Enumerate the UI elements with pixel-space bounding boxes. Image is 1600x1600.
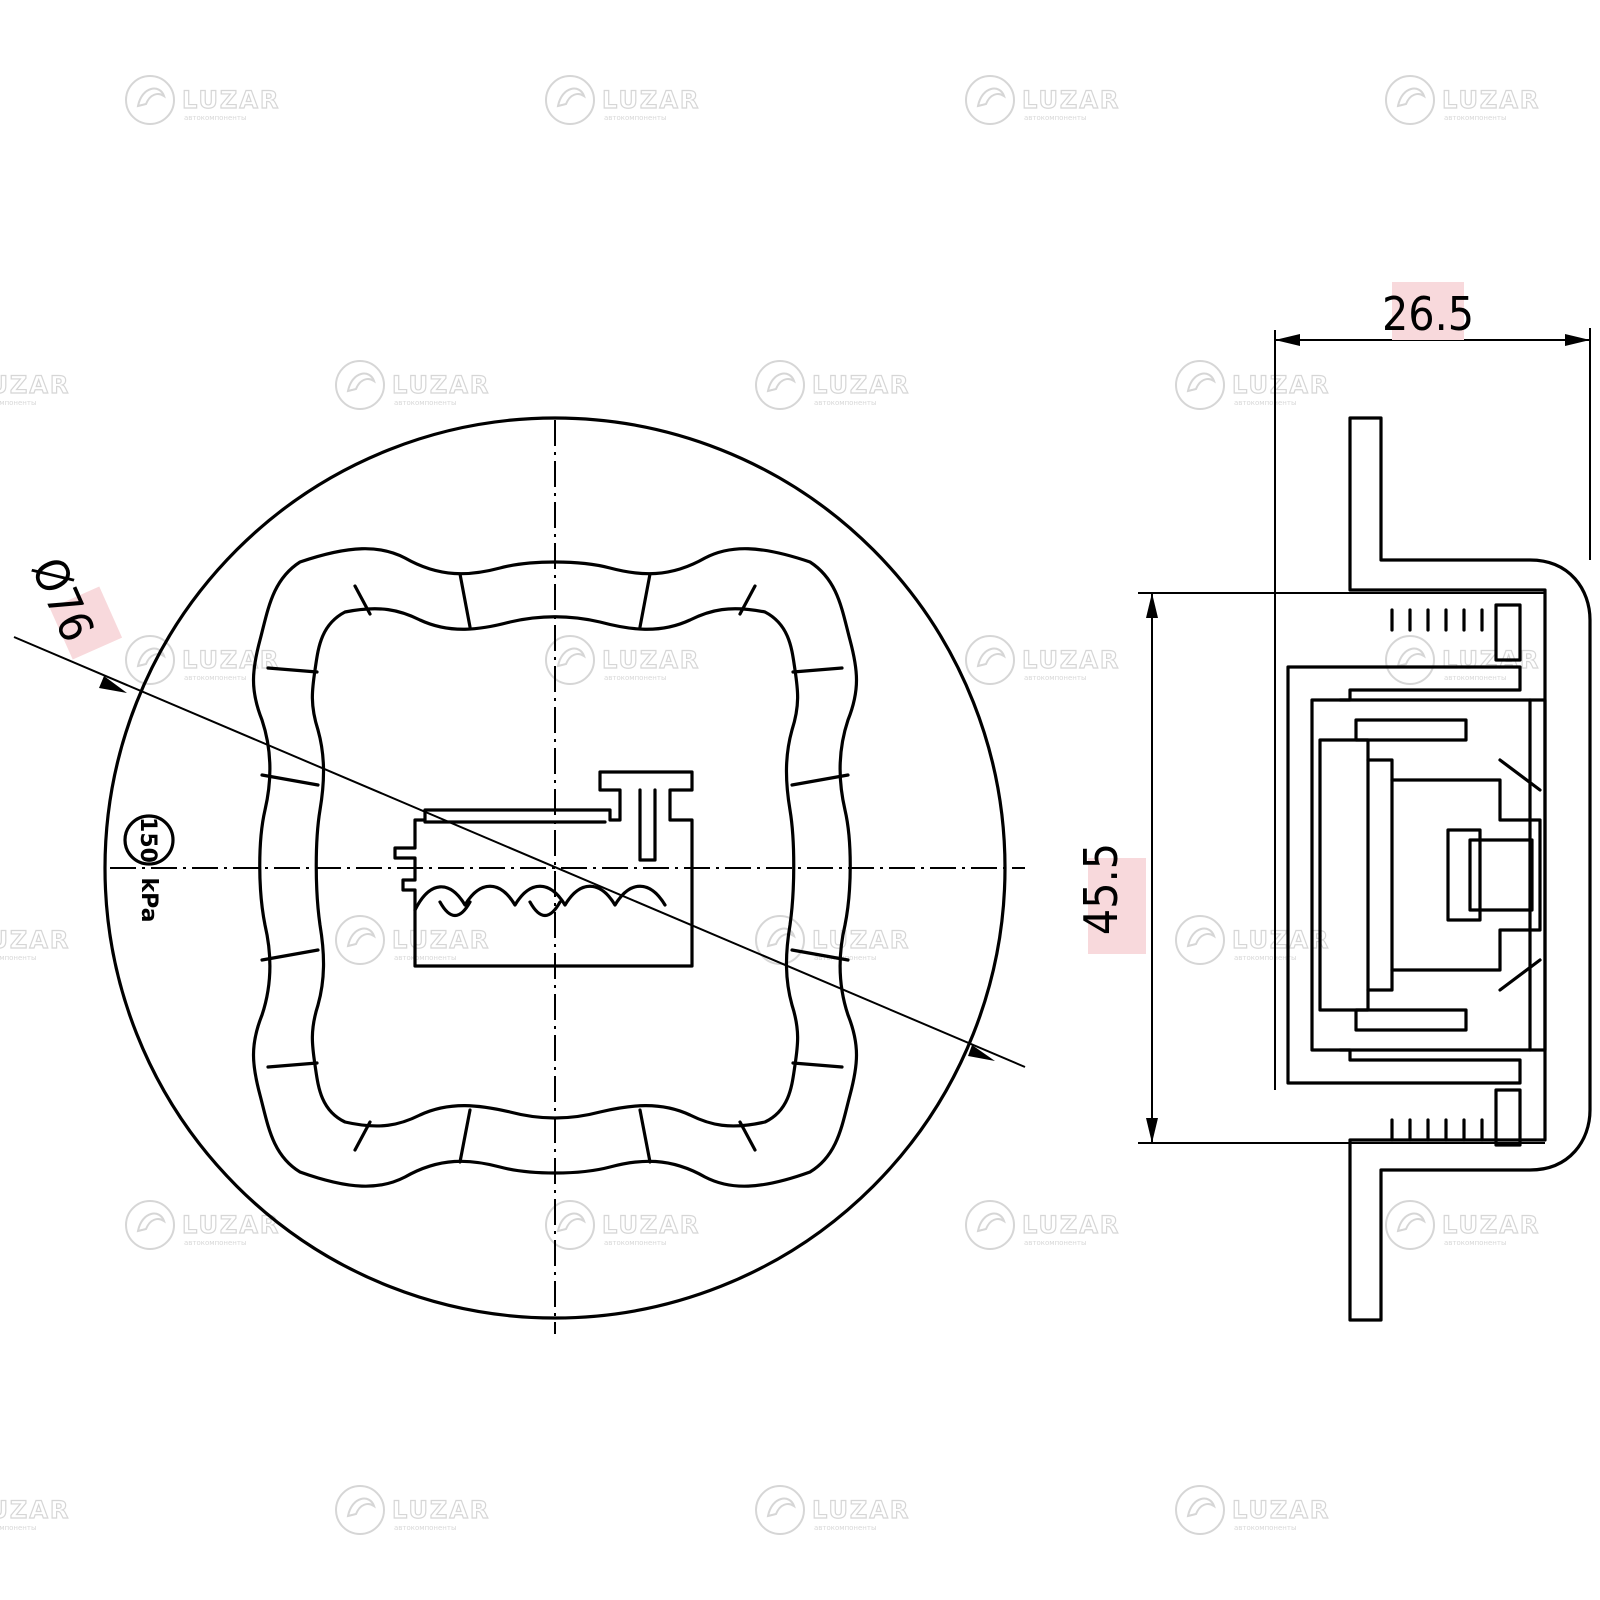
svg-text:LUZAR: LUZAR [1022, 86, 1120, 114]
svg-text:LUZAR: LUZAR [1232, 1496, 1330, 1524]
svg-text:автокомпоненты: автокомпоненты [1024, 1239, 1087, 1247]
svg-text:автокомпоненты: автокомпоненты [1444, 674, 1507, 682]
svg-text:LUZAR: LUZAR [602, 86, 700, 114]
svg-text:автокомпоненты: автокомпоненты [0, 954, 37, 962]
svg-text:автокомпоненты: автокомпоненты [0, 399, 37, 407]
svg-text:автокомпоненты: автокомпоненты [814, 399, 877, 407]
watermark-layer: LUZARавтокомпонентыLUZARавтокомпонентыLU… [0, 75, 1540, 1535]
pressure-value: 150 [135, 817, 160, 863]
height-label: 45.5 [1074, 843, 1128, 935]
pressure-unit: kPa [136, 877, 161, 922]
svg-text:LUZAR: LUZAR [392, 926, 490, 954]
svg-text:автокомпоненты: автокомпоненты [394, 399, 457, 407]
svg-text:автокомпоненты: автокомпоненты [1234, 954, 1297, 962]
svg-text:LUZAR: LUZAR [1232, 926, 1330, 954]
svg-text:LUZAR: LUZAR [1232, 371, 1330, 399]
svg-text:автокомпоненты: автокомпоненты [394, 1524, 457, 1532]
pressure-circle [123, 814, 175, 866]
svg-text:LUZAR: LUZAR [602, 1211, 700, 1239]
svg-text:LUZAR: LUZAR [1442, 1211, 1540, 1239]
svg-text:автокомпоненты: автокомпоненты [814, 1524, 877, 1532]
grip-ribs [260, 572, 850, 1164]
svg-text:LUZAR: LUZAR [1442, 646, 1540, 674]
svg-text:автокомпоненты: автокомпоненты [1234, 1524, 1297, 1532]
radiator-warning-symbol [393, 770, 694, 968]
svg-text:автокомпоненты: автокомпоненты [1024, 114, 1087, 122]
svg-text:автокомпоненты: автокомпоненты [1024, 674, 1087, 682]
pressure-rating-badge: 150 kPa [123, 814, 175, 923]
svg-text:LUZAR: LUZAR [602, 646, 700, 674]
svg-text:LUZAR: LUZAR [1442, 86, 1540, 114]
valve-mechanism [1318, 608, 1542, 1142]
svg-text:LUZAR: LUZAR [0, 1496, 70, 1524]
svg-text:LUZAR: LUZAR [182, 646, 280, 674]
svg-text:автокомпоненты: автокомпоненты [1444, 114, 1507, 122]
svg-text:LUZAR: LUZAR [0, 371, 70, 399]
svg-text:автокомпоненты: автокомпоненты [1234, 399, 1297, 407]
svg-text:автокомпоненты: автокомпоненты [394, 954, 457, 962]
svg-text:автокомпоненты: автокомпоненты [0, 1524, 37, 1532]
svg-text:автокомпоненты: автокомпоненты [1444, 1239, 1507, 1247]
section-hatching [1286, 416, 1592, 1322]
svg-text:LUZAR: LUZAR [812, 1496, 910, 1524]
svg-text:LUZAR: LUZAR [182, 86, 280, 114]
svg-text:LUZAR: LUZAR [0, 926, 70, 954]
svg-text:автокомпоненты: автокомпоненты [184, 674, 247, 682]
svg-text:автокомпоненты: автокомпоненты [604, 1239, 667, 1247]
svg-text:автокомпоненты: автокомпоненты [184, 114, 247, 122]
svg-text:автокомпоненты: автокомпоненты [184, 1239, 247, 1247]
svg-text:LUZAR: LUZAR [1022, 646, 1120, 674]
width-dimension: 26.5 [1274, 282, 1591, 1090]
side-section-view: 26.5 45.5 [1074, 282, 1592, 1322]
height-dimension: 45.5 [1074, 592, 1545, 1144]
svg-text:LUZAR: LUZAR [812, 371, 910, 399]
svg-text:автокомпоненты: автокомпоненты [604, 114, 667, 122]
svg-text:LUZAR: LUZAR [812, 926, 910, 954]
svg-text:LUZAR: LUZAR [1022, 1211, 1120, 1239]
width-label: 26.5 [1382, 287, 1474, 341]
front-view: 150 kPa Ø76 [13, 416, 1026, 1334]
svg-text:автокомпоненты: автокомпоненты [604, 674, 667, 682]
svg-text:LUZAR: LUZAR [392, 1496, 490, 1524]
svg-text:LUZAR: LUZAR [392, 371, 490, 399]
grip-outer-outline [251, 547, 859, 1188]
svg-text:LUZAR: LUZAR [182, 1211, 280, 1239]
grip-inner-outline [310, 607, 800, 1128]
diameter-dimension: Ø76 [13, 550, 1026, 1068]
